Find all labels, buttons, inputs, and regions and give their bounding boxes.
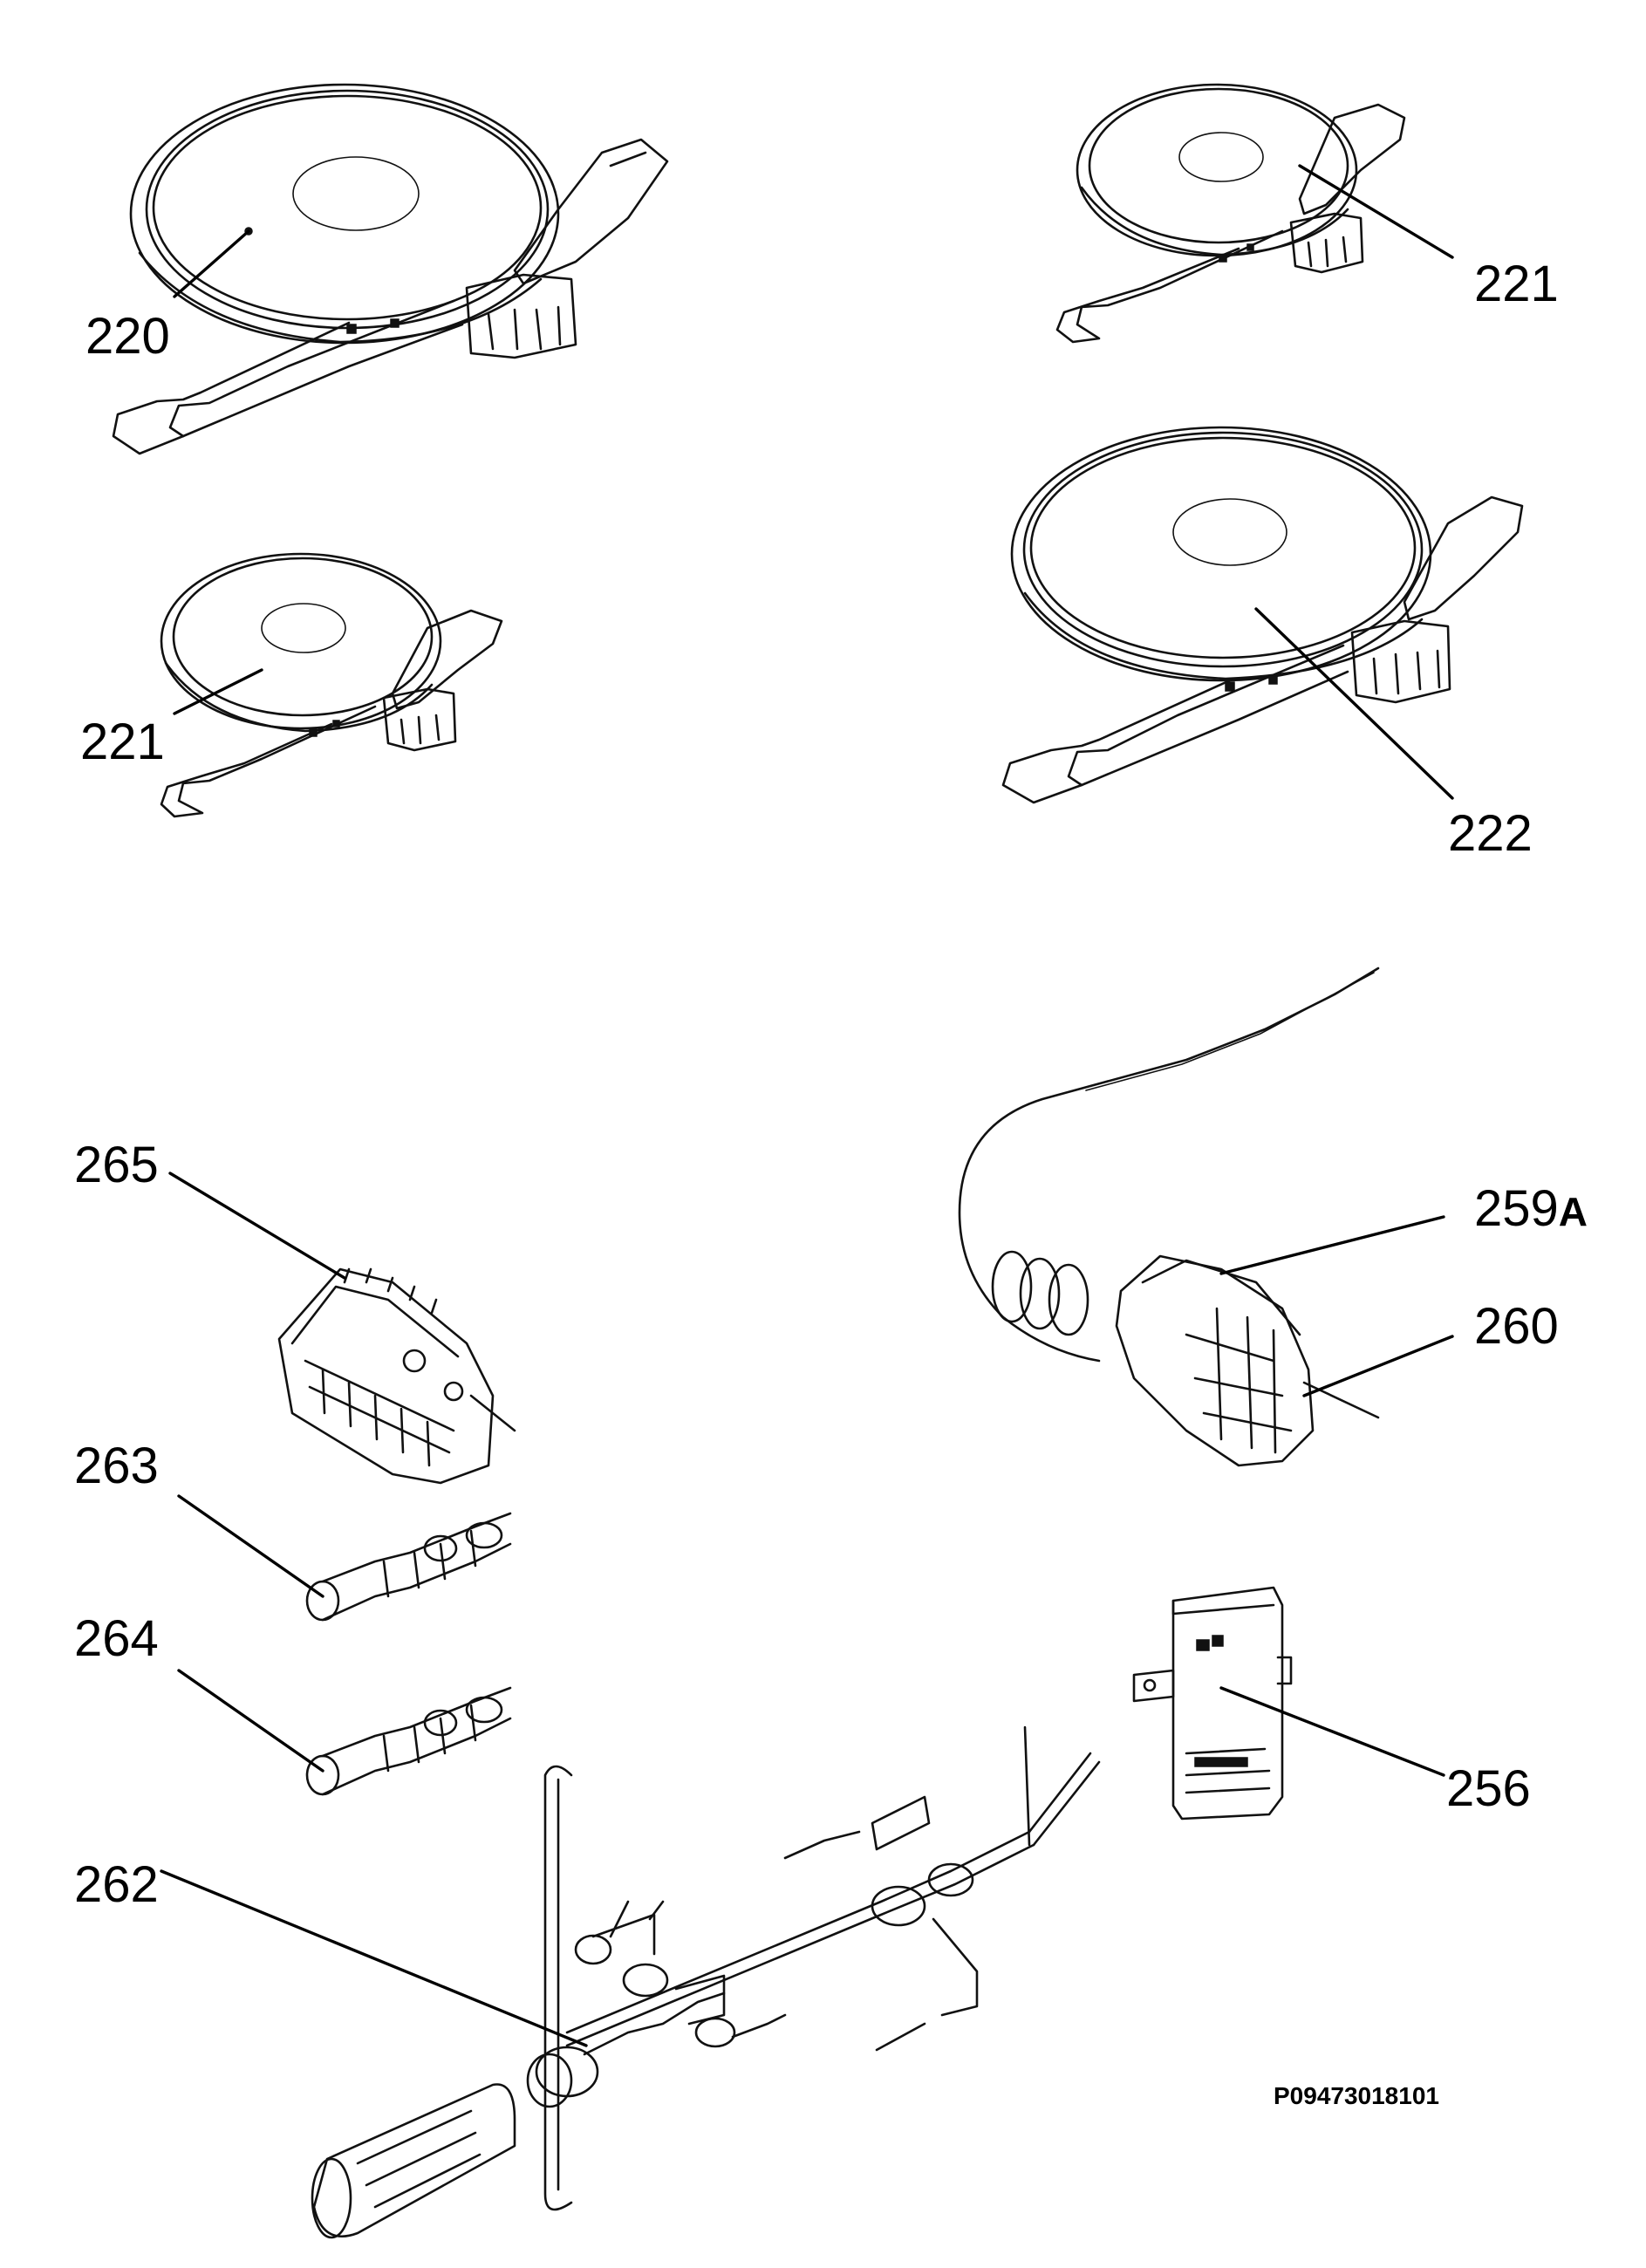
- callout-259a-suffix: A: [1559, 1189, 1588, 1234]
- callout-262: 262: [74, 1856, 159, 1913]
- indicator-263: [305, 1512, 512, 1622]
- hotplate-222: [1001, 426, 1524, 804]
- hotplate-221-left: [160, 552, 503, 818]
- callout-263: 263: [74, 1438, 159, 1494]
- hotplate-220: [112, 83, 669, 455]
- switch-265: [277, 1267, 516, 1485]
- document-id: P09473018101: [1274, 2082, 1439, 2109]
- regulator-256: [1132, 1586, 1293, 1821]
- spit-assembly-262: [311, 1725, 1101, 2239]
- callout-265: 265: [74, 1137, 159, 1193]
- callout-259a-number: 259: [1474, 1180, 1559, 1237]
- callout-260: 260: [1474, 1298, 1559, 1355]
- callout-220: 220: [85, 308, 170, 365]
- callout-221-left: 221: [80, 714, 165, 770]
- callout-256: 256: [1446, 1760, 1531, 1817]
- callout-259a: 259A: [1474, 1180, 1588, 1237]
- leader-lines: [160, 164, 1454, 2047]
- thermostat-259a-260: [958, 967, 1380, 1467]
- callout-221-right: 221: [1474, 256, 1559, 312]
- indicator-264: [305, 1686, 512, 1796]
- hotplate-221-right: [1055, 83, 1406, 344]
- callout-264: 264: [74, 1610, 159, 1667]
- callout-222: 222: [1448, 805, 1533, 862]
